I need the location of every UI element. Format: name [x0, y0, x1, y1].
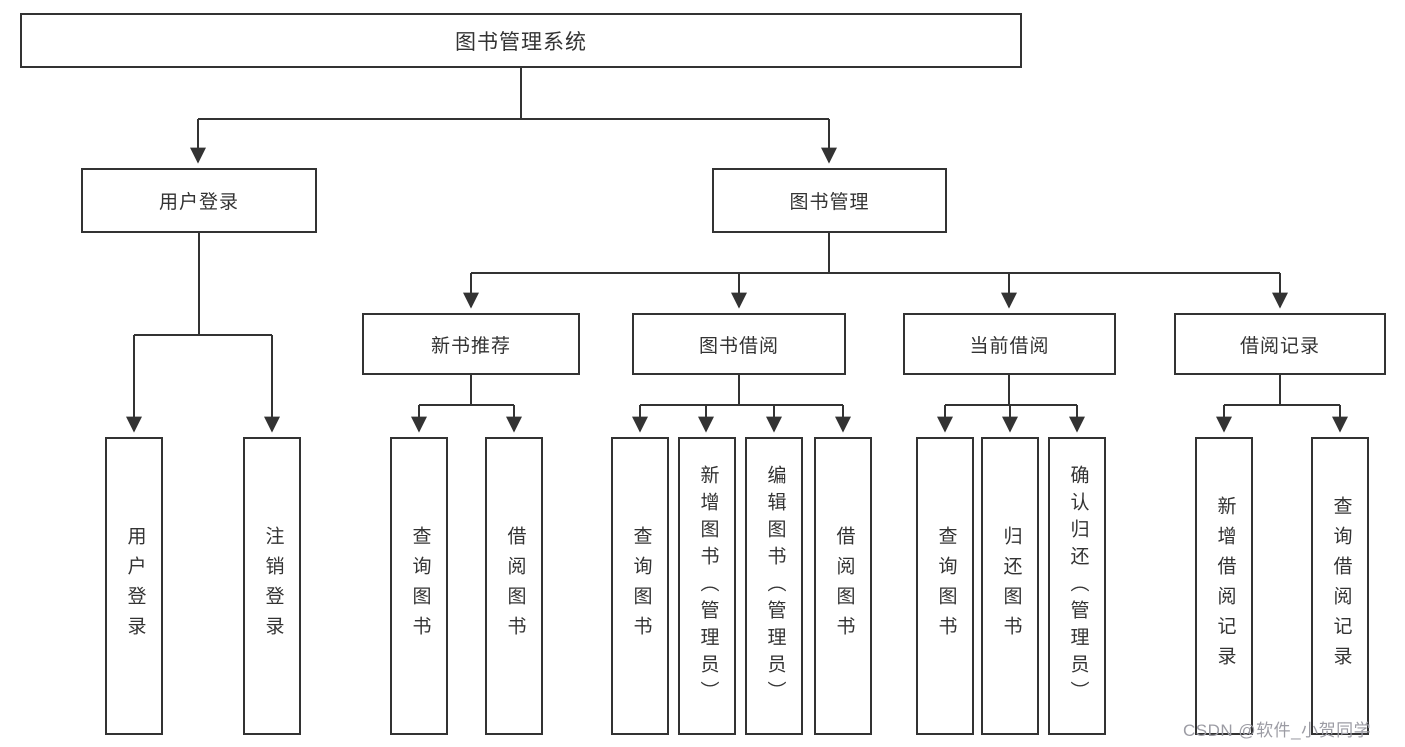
leaf-add-borrow-record: 新增借阅记录 — [1195, 437, 1253, 735]
leaf-query-books-recommend: 查询图书 — [390, 437, 448, 735]
leaf-query-books-borrowing-label: 查询图书 — [630, 526, 652, 646]
leaf-logout-label: 注销登录 — [262, 526, 284, 646]
leaf-confirm-return-admin-label: 确认归还（管理员） — [1067, 464, 1089, 708]
leaf-borrow-books-recommend: 借阅图书 — [485, 437, 543, 735]
leaf-add-book-admin: 新增图书（管理员） — [678, 437, 736, 735]
leaf-user-login-label: 用户登录 — [124, 526, 146, 646]
csdn-watermark: CSDN @软件_小贺同学 — [1183, 721, 1372, 740]
node-new-book-recommendation: 新书推荐 — [362, 313, 580, 375]
leaf-return-books: 归还图书 — [981, 437, 1039, 735]
leaf-add-book-admin-label: 新增图书（管理员） — [697, 464, 719, 708]
leaf-return-books-label: 归还图书 — [1000, 526, 1022, 646]
leaf-borrow-books-borrowing-label: 借阅图书 — [833, 526, 855, 646]
node-borrowing-records-label: 借阅记录 — [1239, 335, 1320, 357]
node-book-borrowing-label: 图书借阅 — [698, 335, 779, 357]
leaf-query-books-current: 查询图书 — [916, 437, 974, 735]
leaf-query-borrow-record-label: 查询借阅记录 — [1330, 496, 1352, 676]
leaf-logout: 注销登录 — [243, 437, 301, 735]
node-root-label: 图书管理系统 — [455, 30, 587, 54]
leaf-query-borrow-record: 查询借阅记录 — [1311, 437, 1369, 735]
node-current-borrowing: 当前借阅 — [903, 313, 1116, 375]
leaf-borrow-books-borrowing: 借阅图书 — [814, 437, 872, 735]
leaf-borrow-books-recommend-label: 借阅图书 — [504, 526, 526, 646]
leaf-confirm-return-admin: 确认归还（管理员） — [1048, 437, 1106, 735]
leaf-user-login: 用户登录 — [105, 437, 163, 735]
node-user-login-label: 用户登录 — [158, 192, 239, 213]
leaf-query-books-current-label: 查询图书 — [935, 526, 957, 646]
node-user-login: 用户登录 — [81, 168, 317, 233]
leaf-query-books-borrowing: 查询图书 — [611, 437, 669, 735]
node-book-borrowing: 图书借阅 — [632, 313, 846, 375]
node-borrowing-records: 借阅记录 — [1174, 313, 1386, 375]
node-book-management-label: 图书管理 — [789, 192, 870, 213]
node-book-management: 图书管理 — [712, 168, 947, 233]
leaf-add-borrow-record-label: 新增借阅记录 — [1214, 496, 1236, 676]
leaf-edit-book-admin: 编辑图书（管理员） — [745, 437, 803, 735]
node-root: 图书管理系统 — [20, 13, 1022, 68]
node-current-borrowing-label: 当前借阅 — [969, 335, 1050, 357]
leaf-edit-book-admin-label: 编辑图书（管理员） — [764, 464, 786, 708]
node-new-book-recommendation-label: 新书推荐 — [430, 335, 511, 357]
leaf-query-books-recommend-label: 查询图书 — [409, 526, 431, 646]
